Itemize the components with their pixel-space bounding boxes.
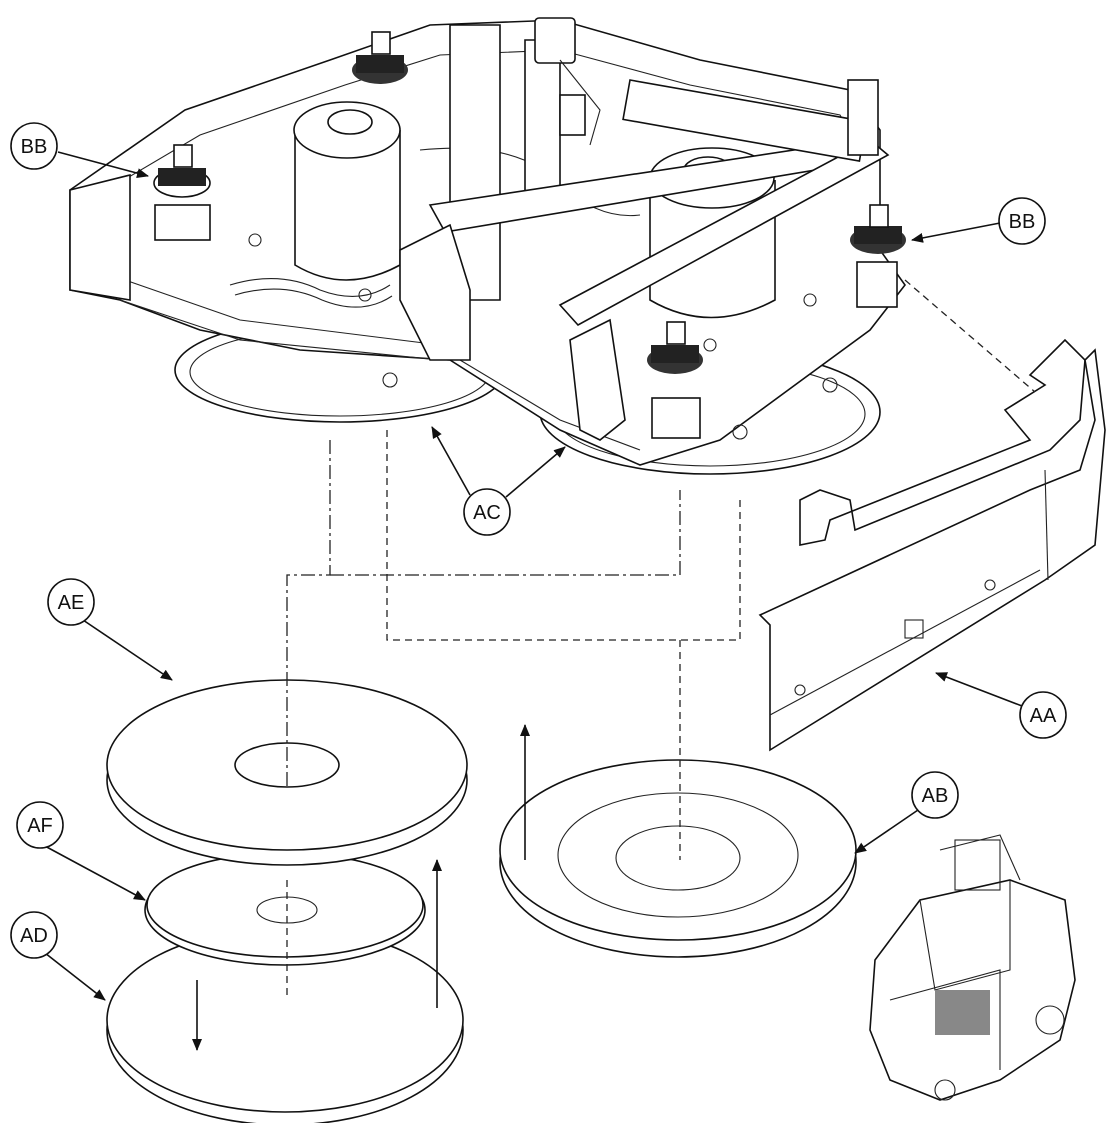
skirt-assembly	[758, 338, 1106, 752]
callout-label: AC	[473, 502, 501, 524]
callout-bb-left: BB	[10, 122, 58, 170]
assembly-guide-lines	[286, 279, 1036, 1000]
callout-ab: AB	[911, 771, 959, 819]
leader-lines	[42, 151, 1023, 1001]
callout-bb-right: BB	[998, 197, 1046, 245]
callout-ae: AE	[47, 578, 95, 626]
adjustment-knob-right	[850, 204, 906, 308]
callout-label: BB	[21, 136, 48, 158]
callout-af: AF	[16, 801, 64, 849]
callout-label: AF	[27, 815, 53, 837]
direction-arrows	[192, 724, 530, 1051]
callout-aa: AA	[1019, 691, 1067, 739]
callout-label: BB	[1009, 211, 1036, 233]
adjustment-knob-top	[352, 31, 408, 84]
callout-ac: AC	[463, 488, 511, 536]
scrub-deck-assembly	[69, 17, 906, 475]
callout-label: AB	[922, 785, 949, 807]
callout-ad: AD	[10, 911, 58, 959]
adjustment-knob-left	[153, 144, 211, 241]
callout-label: AE	[58, 592, 85, 614]
pad-stack	[106, 679, 468, 1123]
callout-label: AA	[1030, 705, 1057, 727]
callout-label: AD	[20, 925, 48, 947]
pad-driver-disc	[499, 759, 857, 958]
machine-thumbnail	[869, 834, 1076, 1101]
adjustment-knob-front	[647, 321, 703, 439]
